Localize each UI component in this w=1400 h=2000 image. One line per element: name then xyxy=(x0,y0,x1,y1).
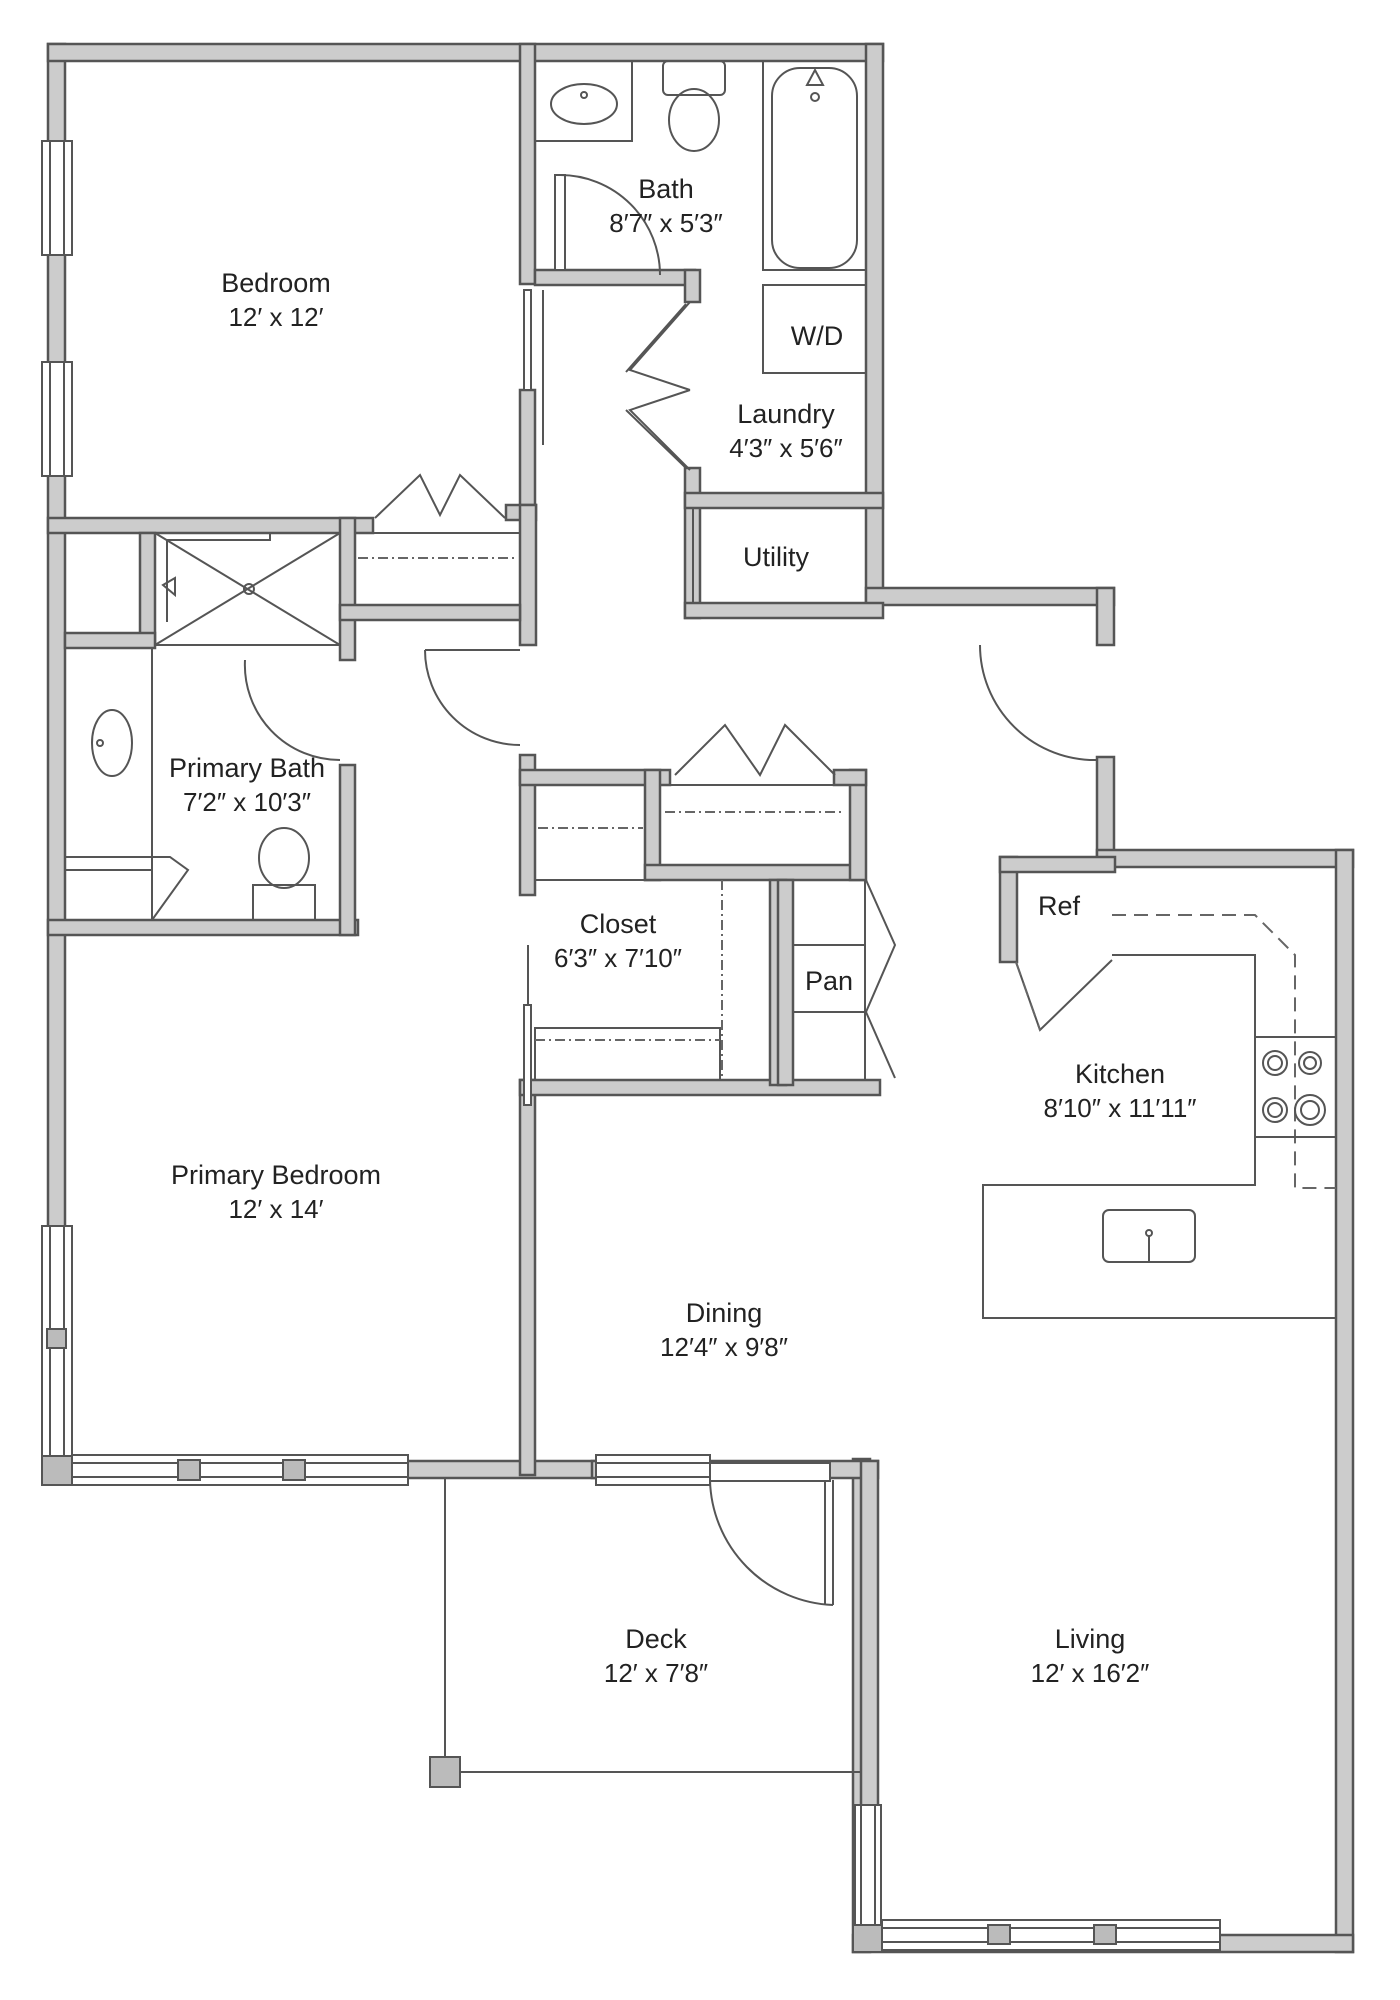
interior-walls xyxy=(46,42,1117,1477)
windows xyxy=(41,140,1221,1951)
room-name-bath: Bath xyxy=(638,174,694,204)
room-name-kitchen: Kitchen xyxy=(1075,1059,1165,1089)
bath-fixtures xyxy=(65,60,867,921)
room-name-closet: Closet xyxy=(580,909,657,939)
room-dims-deck: 12′ x 7′8″ xyxy=(604,1658,708,1688)
room-name-dining: Dining xyxy=(686,1298,763,1328)
room-name-bedroom: Bedroom xyxy=(221,268,331,298)
room-dims-closet: 6′3″ x 7′10″ xyxy=(554,943,682,973)
room-dims-laundry: 4′3″ x 5′6″ xyxy=(729,433,842,463)
room-dims-living: 12′ x 16′2″ xyxy=(1031,1658,1150,1688)
doors-and-lines xyxy=(243,174,1337,1773)
fixture-label-washer-dryer: W/D xyxy=(791,321,843,351)
room-dims-dining: 12′4″ x 9′8″ xyxy=(660,1332,788,1362)
room-name-primary-bedroom: Primary Bedroom xyxy=(171,1160,381,1190)
room-dims-primary-bedroom: 12′ x 14′ xyxy=(228,1194,323,1224)
fixture-label-pantry: Pan xyxy=(805,966,853,996)
room-name-living: Living xyxy=(1055,1624,1126,1654)
room-dims-primary-bath: 7′2″ x 10′3″ xyxy=(183,787,311,817)
fixture-label-refrigerator: Ref xyxy=(1038,891,1081,921)
room-dims-bedroom: 12′ x 12′ xyxy=(228,302,323,332)
room-name-laundry: Laundry xyxy=(737,399,835,429)
room-dims-kitchen: 8′10″ x 11′11″ xyxy=(1044,1093,1197,1123)
room-name-utility: Utility xyxy=(743,542,809,572)
room-name-primary-bath: Primary Bath xyxy=(169,753,325,783)
room-name-deck: Deck xyxy=(625,1624,687,1654)
room-dims-bath: 8′7″ x 5′3″ xyxy=(609,208,722,238)
room-labels: Bedroom 12′ x 12′ Bath 8′7″ x 5′3″ W/D L… xyxy=(169,174,1197,1688)
